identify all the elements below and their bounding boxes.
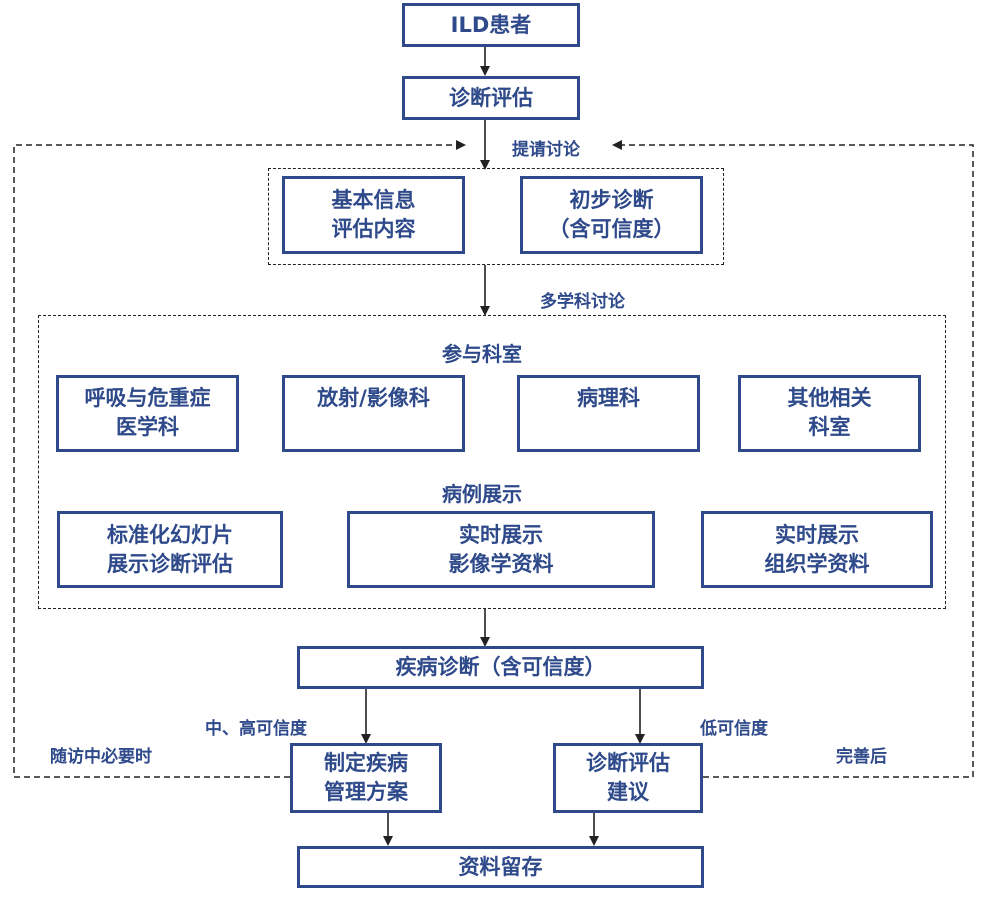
- label-mdt-discussion: 多学科讨论: [540, 292, 625, 312]
- node-text: 建议: [607, 780, 649, 804]
- label-after-completion: 完善后: [836, 747, 887, 767]
- label-medium-high-confidence: 中、高可信度: [205, 719, 307, 739]
- section-title-case-display: 病例展示: [442, 482, 522, 506]
- node-text: 评估内容: [331, 217, 416, 241]
- node-pathology: 病理科: [517, 375, 700, 452]
- node-text: 诊断评估: [449, 85, 533, 110]
- section-title-departments: 参与科室: [442, 342, 522, 366]
- node-text: 实时展示: [459, 522, 543, 547]
- node-text: 实时展示: [775, 522, 859, 547]
- node-radiology: 放射/影像科: [282, 375, 465, 452]
- node-text: 资料留存: [458, 854, 543, 879]
- node-other-departments: 其他相关 科室: [738, 375, 921, 452]
- node-text: 放射/影像科: [317, 386, 430, 410]
- node-ild-patient: ILD患者: [402, 3, 580, 47]
- node-text: 基本信息: [331, 188, 416, 212]
- node-text: 呼吸与危重症: [84, 386, 211, 410]
- mdt-discussion-group: [38, 315, 946, 609]
- node-text: 初步诊断: [569, 188, 654, 212]
- node-basic-info: 基本信息 评估内容: [282, 176, 465, 254]
- node-preliminary-diagnosis: 初步诊断 （含可信度）: [520, 176, 703, 254]
- follow-up-loop: [13, 140, 466, 778]
- node-diagnostic-assessment: 诊断评估: [402, 76, 580, 120]
- node-text: 其他相关: [787, 386, 872, 410]
- label-low-confidence: 低可信度: [700, 719, 768, 739]
- node-text: 诊断评估: [586, 751, 670, 775]
- node-text: 影像学资料: [448, 551, 554, 576]
- node-live-histology: 实时展示 组织学资料: [701, 511, 933, 588]
- node-text: 疾病诊断（含可信度）: [395, 655, 606, 679]
- node-text: 展示诊断评估: [107, 551, 233, 576]
- node-text: ILD患者: [450, 12, 532, 37]
- node-text: 病理科: [577, 386, 640, 410]
- label-follow-up: 随访中必要时: [50, 747, 152, 767]
- node-text: 组织学资料: [764, 551, 870, 576]
- node-text: 标准化幻灯片: [107, 522, 233, 547]
- node-standard-slides: 标准化幻灯片 展示诊断评估: [57, 511, 283, 588]
- node-text: 医学科: [116, 415, 179, 439]
- node-text: （含可信度）: [548, 217, 675, 241]
- node-assessment-recommendation: 诊断评估 建议: [553, 743, 703, 813]
- node-data-archive: 资料留存: [297, 846, 704, 888]
- node-live-imaging: 实时展示 影像学资料: [347, 511, 655, 588]
- label-propose-discussion: 提请讨论: [512, 140, 580, 160]
- initial-assessment-group: [268, 168, 724, 265]
- node-text: 管理方案: [324, 780, 408, 804]
- node-management-plan: 制定疾病 管理方案: [290, 743, 442, 813]
- node-pulmonary-critical-care: 呼吸与危重症 医学科: [56, 375, 239, 452]
- node-text: 科室: [808, 415, 851, 439]
- completion-loop: [612, 140, 974, 778]
- node-disease-diagnosis: 疾病诊断（含可信度）: [297, 646, 704, 689]
- node-text: 制定疾病: [324, 751, 408, 775]
